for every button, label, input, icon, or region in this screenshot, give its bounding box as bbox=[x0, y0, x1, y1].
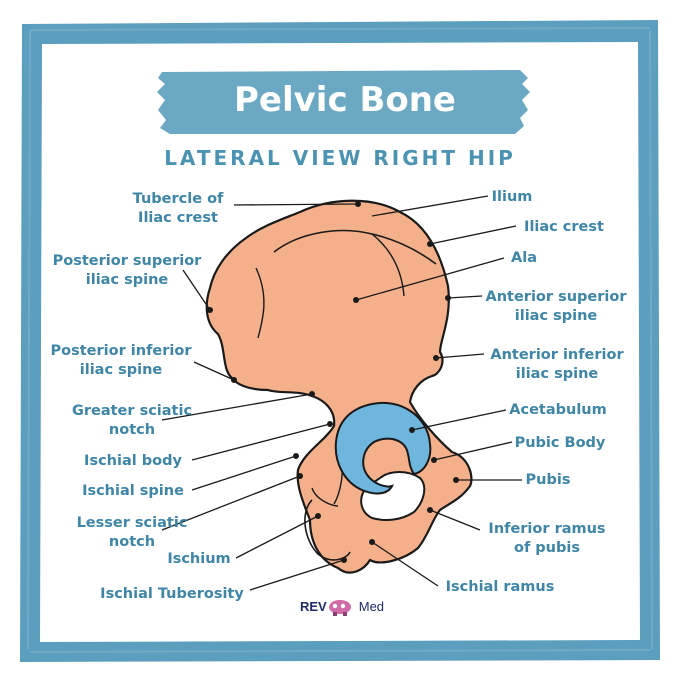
page-subtitle: LATERAL VIEW RIGHT HIP bbox=[164, 146, 516, 170]
label-ischial-spine: Ischial spine bbox=[82, 483, 184, 499]
page-title: Pelvic Bone bbox=[234, 80, 456, 120]
label-acetabulum: Acetabulum bbox=[509, 402, 607, 418]
label-pubic-body: Pubic Body bbox=[514, 435, 606, 451]
label-ischial-body: Ischial body bbox=[84, 453, 182, 469]
revmed-logo: REV Med bbox=[300, 596, 384, 616]
label-ilium: Ilium bbox=[491, 189, 533, 205]
logo-brand: REV bbox=[300, 598, 327, 614]
label-pubis: Pubis bbox=[525, 472, 571, 488]
leader-lines bbox=[161, 195, 522, 591]
label-ischial-tuberosity: Ischial Tuberosity bbox=[100, 586, 244, 602]
robot-mascot-icon bbox=[329, 600, 351, 616]
label-iliac-crest: Iliac crest bbox=[524, 219, 604, 235]
label-ischium: Ischium bbox=[167, 551, 231, 567]
label-ala: Ala bbox=[511, 250, 537, 266]
logo-suffix: Med bbox=[358, 598, 385, 614]
pelvic-bone-illustration bbox=[205, 199, 473, 574]
hip-bone-shape bbox=[205, 199, 473, 574]
acetabulum-shape bbox=[334, 401, 432, 495]
title-band bbox=[157, 70, 530, 134]
label-ischial-ramus: Ischial ramus bbox=[445, 579, 555, 595]
